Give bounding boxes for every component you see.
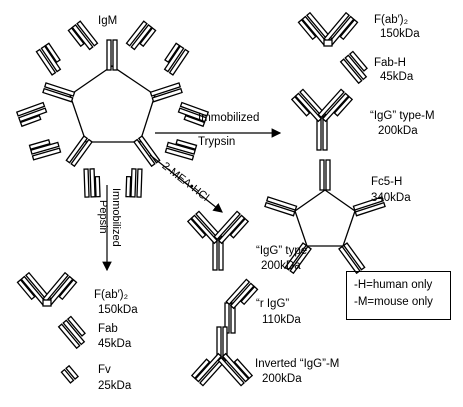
- legend-box: -H=human only -M=mouse only: [346, 271, 451, 320]
- trypsin-label-line1: Immobilized: [198, 112, 260, 124]
- fab2-top-name: F(ab′)₂: [374, 14, 409, 26]
- igg-type-m-name: “IgG” type-M: [370, 110, 435, 122]
- fab-h-name: Fab-H: [374, 57, 406, 69]
- fv-icon: [60, 364, 80, 384]
- fv-mass: 25kDa: [98, 380, 132, 392]
- igm-label: IgM: [98, 15, 118, 27]
- fab-name: Fab: [98, 323, 118, 335]
- fab-mass: 45kDa: [98, 338, 132, 350]
- igg-type-m-icon: [290, 88, 354, 151]
- igm-subunit-lower-left: [28, 135, 101, 198]
- fc5-h-icon: [264, 159, 386, 275]
- fab2-bottom-name: F(ab′)₂: [94, 289, 129, 301]
- igm-subunit-upper-right: [149, 42, 210, 128]
- pepsin-label-line1: Immobilized: [110, 188, 122, 247]
- fab-h-icon: [339, 50, 368, 85]
- fv-name: Fv: [98, 364, 111, 376]
- fc5-h-name: Fc5-H: [371, 176, 403, 188]
- inverted-igg-m-mass: 200kDa: [262, 373, 302, 385]
- legend-human-only: -H=human only: [354, 279, 433, 291]
- fab2-top-icon: [297, 11, 359, 47]
- igm-pentamer-icon: [15, 20, 210, 198]
- igm-subunit-top: [67, 20, 157, 71]
- r-igg-name: “r IgG”: [256, 298, 290, 310]
- fab2-bottom-mass: 150kDa: [98, 304, 138, 316]
- fab-h-mass: 45kDa: [380, 71, 414, 83]
- igm-subunit-upper-left: [15, 42, 76, 128]
- fab2-top-mass: 150kDa: [380, 28, 420, 40]
- igg-type-name: “IgG” type: [256, 245, 308, 257]
- igg-type-mass: 200kDa: [261, 260, 301, 272]
- r-igg-mass: 110kDa: [262, 314, 301, 326]
- pepsin-label-line2: Pepsin: [97, 200, 109, 234]
- fc5-h-mass: 340kDa: [371, 192, 411, 204]
- r-igg-icon: [224, 278, 259, 334]
- fab2-bottom-icon: [16, 271, 78, 307]
- trypsin-label-line2: Trypsin: [198, 136, 236, 148]
- inverted-igg-m-icon: [190, 326, 254, 387]
- fab-icon: [57, 315, 86, 350]
- mea-arrow: [149, 154, 223, 213]
- legend-mouse-only: -M=mouse only: [354, 295, 433, 308]
- igg-type-icon: [186, 210, 250, 271]
- inverted-igg-m-name: Inverted “IgG”-M: [255, 358, 340, 370]
- igg-type-m-mass: 200kDa: [378, 125, 418, 137]
